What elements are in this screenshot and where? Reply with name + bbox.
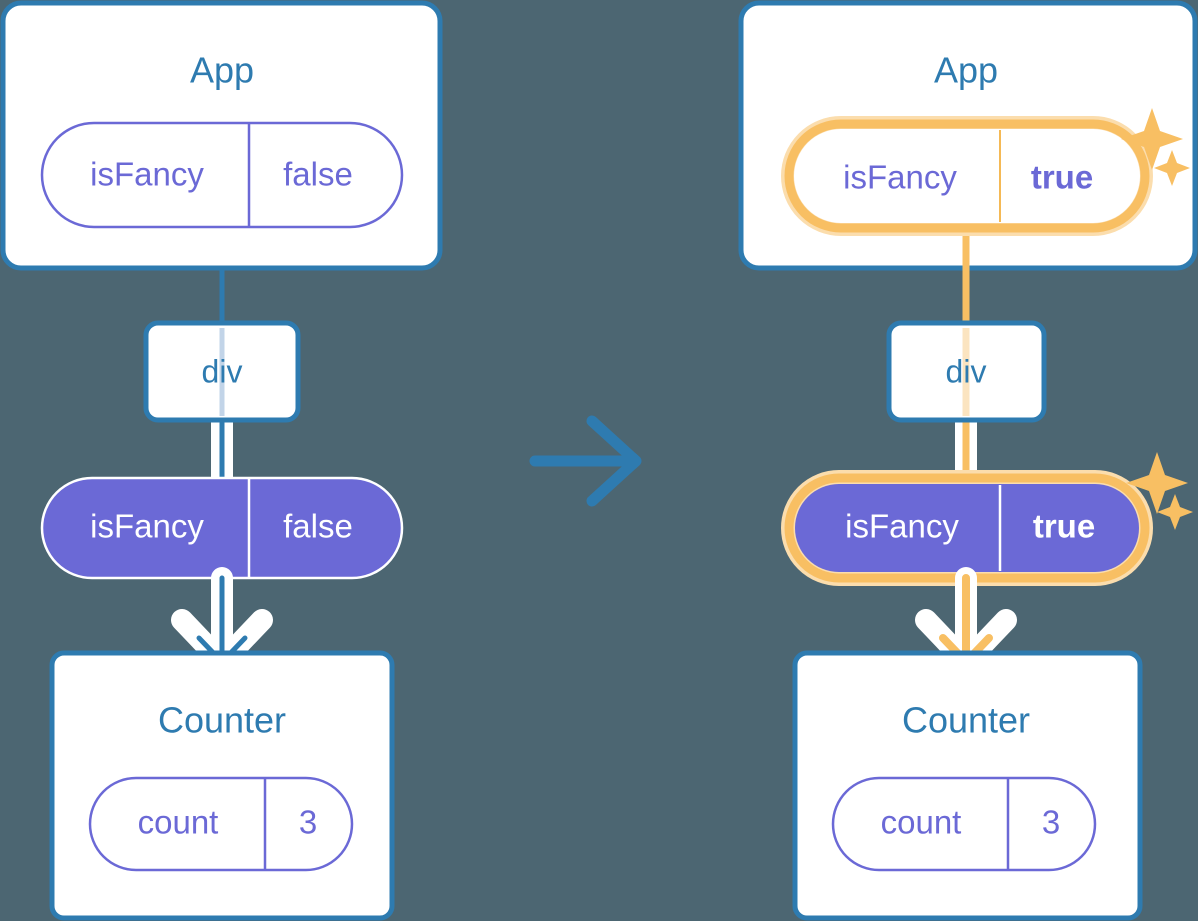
props-pill-value-after: true [1033, 508, 1095, 545]
app-state-pill-key: isFancy [90, 156, 204, 193]
app-state-pill [40, 121, 404, 229]
props-pill-after-fill [795, 484, 1139, 572]
props-pill-key-after: isFancy [845, 508, 959, 545]
app-box [0, 0, 443, 271]
app-state-pill-ring [784, 119, 1150, 233]
div-box-after [886, 320, 1047, 423]
app-state-pill-key-after: isFancy [843, 159, 957, 196]
counter-state-pill-after [831, 776, 1097, 872]
transition-arrow [529, 415, 642, 507]
sparkle-props-small-icon [1157, 494, 1193, 530]
props-pill-key: isFancy [90, 508, 204, 545]
props-pill-value: false [283, 508, 353, 545]
div-label: div [202, 353, 243, 389]
div-label-after: div [946, 353, 987, 389]
panel-after: App isFancy true div [738, 0, 1198, 921]
app-title: App [190, 50, 254, 91]
counter-state-pill-value-after: 3 [1042, 804, 1060, 841]
div-box [143, 320, 301, 423]
arrow-props-to-counter-after [939, 574, 993, 666]
app-state-pill-value: false [283, 156, 353, 193]
app-state-pill-value-after: true [1031, 159, 1093, 196]
sparkle-props-large-icon [1126, 452, 1188, 514]
counter-state-pill-key: count [138, 804, 219, 841]
panel-before: App isFancy false div isFancy false [0, 0, 443, 921]
app-state-pill-after-fill [794, 129, 1140, 223]
counter-state-pill [88, 776, 354, 872]
counter-state-pill-key-after: count [881, 804, 962, 841]
counter-title: Counter [158, 700, 286, 741]
sparkle-app-large-icon [1121, 108, 1183, 170]
counter-box-after [792, 650, 1143, 921]
counter-state-pill-value: 3 [299, 804, 317, 841]
sparkle-app-small-icon [1154, 150, 1190, 186]
app-title-after: App [934, 50, 998, 91]
counter-box [49, 650, 395, 921]
counter-title-after: Counter [902, 700, 1030, 741]
